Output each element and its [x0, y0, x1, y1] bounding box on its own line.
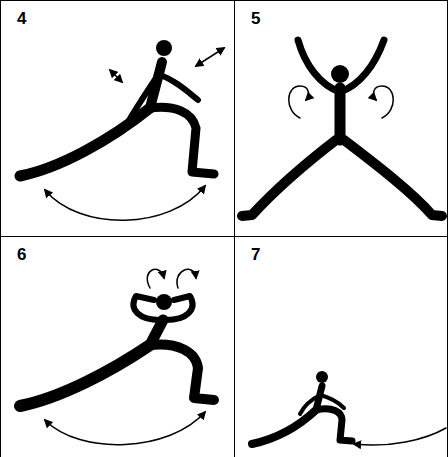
exercise-panel: 4 — [0, 0, 235, 237]
step-number: 7 — [249, 245, 262, 265]
lunge-figure — [252, 371, 446, 445]
exercise-panel: 7 — [234, 236, 448, 457]
step-number: 6 — [15, 245, 28, 265]
lunge-figure — [20, 269, 214, 444]
step-number: 4 — [15, 9, 28, 29]
exercise-panel: 5 — [234, 0, 448, 237]
lunge-figure — [20, 40, 224, 220]
exercise-panel: 6 — [0, 236, 235, 457]
stance-figure — [242, 40, 442, 216]
step-number: 5 — [249, 9, 262, 29]
